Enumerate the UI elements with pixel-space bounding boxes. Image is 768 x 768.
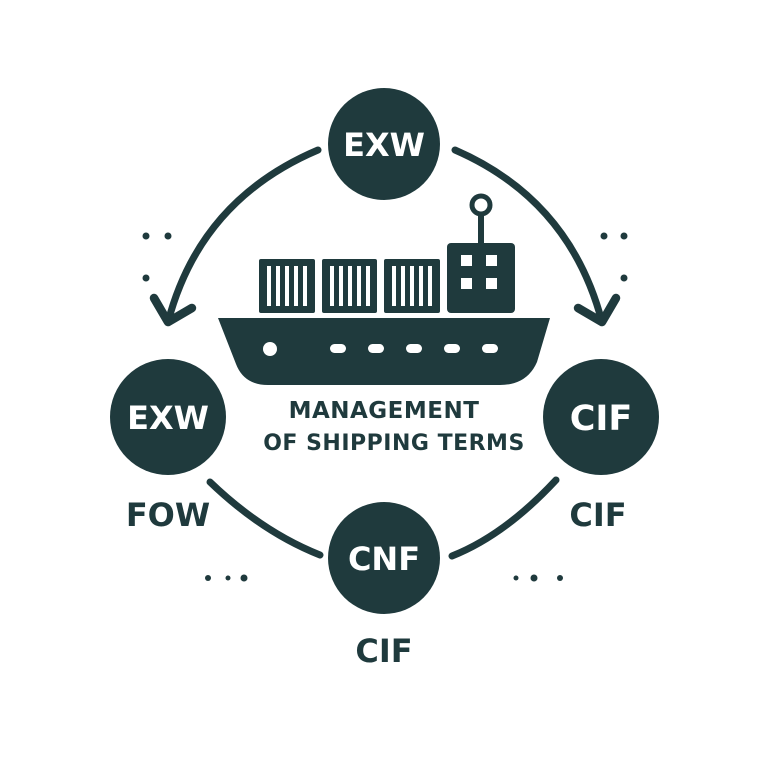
arrow-top-to-left [149, 146, 322, 327]
node-bottom: CNF [328, 502, 440, 614]
external-label-bottom: CIF [355, 632, 412, 670]
arc-left-to-bottom [206, 478, 324, 559]
node-top: EXW [328, 88, 440, 200]
node-right: CIF [543, 359, 659, 475]
center-title-line2: OF SHIPPING TERMS [263, 431, 525, 456]
cargo-ship-icon [218, 193, 550, 385]
external-label-left: FOW [126, 496, 210, 534]
arc-right-to-bottom [448, 476, 560, 560]
arrow-top-to-right [451, 146, 621, 327]
node-top-label: EXW [343, 126, 425, 164]
cycle-arrows [149, 146, 621, 560]
center-title-line1: MANAGEMENT [289, 398, 480, 424]
decorative-dots [142, 232, 628, 582]
node-left: EXW [110, 359, 226, 475]
node-right-label: CIF [570, 399, 633, 439]
node-bottom-label: CNF [348, 540, 420, 578]
external-label-right: CIF [569, 496, 626, 534]
node-left-label: EXW [127, 399, 209, 437]
